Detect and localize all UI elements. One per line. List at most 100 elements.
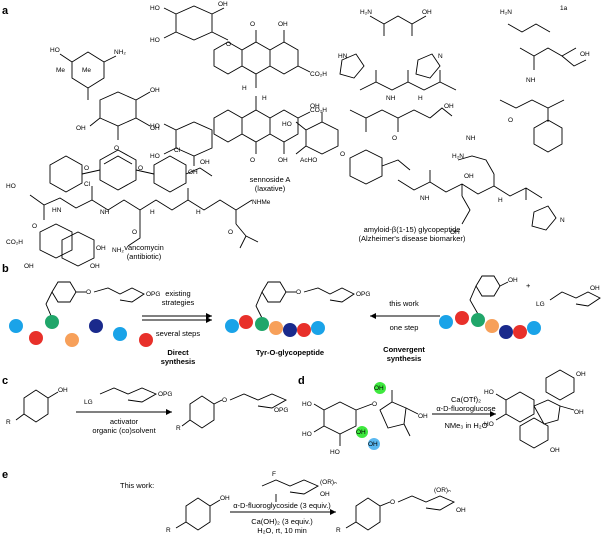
amino-acid-bead: [139, 333, 153, 347]
oh-label: OH: [220, 495, 230, 502]
vancomycin-caption: vancomycin: [124, 243, 164, 252]
atom-label: CO₂H: [6, 239, 23, 246]
atom-label: NH: [420, 195, 430, 202]
atom-label: OH: [76, 125, 86, 132]
amyloid-caption: amyloid-β(1-15) glycopeptide: [364, 225, 461, 234]
atom-label: OH: [96, 245, 106, 252]
conditions-c-line2: organic (co)solvent: [92, 426, 156, 435]
amino-acid-bead: [225, 319, 239, 333]
atom-label: H₂N: [452, 153, 464, 160]
atom-label: OH: [590, 285, 600, 292]
panel-label-b: b: [2, 263, 9, 275]
amino-acid-bead: [255, 317, 269, 331]
opg-label: OPG: [274, 407, 288, 414]
atom-label: O: [390, 499, 395, 506]
atom-label: CO₂H: [310, 71, 327, 78]
sennoside-structure: HO HO OH O O OH CO₂H H H O OH CO₂H HO HO…: [150, 1, 327, 176]
atom-label: NHMe: [252, 199, 271, 206]
atom-label: H: [498, 197, 503, 204]
atom-label: O: [226, 41, 231, 48]
lg-label: LG: [84, 399, 93, 406]
atom-label: OH: [218, 1, 228, 8]
amino-acid-bead: [499, 325, 513, 339]
atom-label: O: [508, 117, 513, 124]
amino-acid-bead: [89, 319, 103, 333]
panel-label-c: c: [2, 375, 8, 387]
atom-label: OH: [24, 263, 34, 270]
sennoside-caption: sennoside A: [250, 175, 291, 184]
highlight-blue: [368, 438, 380, 450]
atom-label: OH: [150, 87, 160, 94]
atom-label: N: [560, 217, 565, 224]
atom-label: OH: [464, 173, 474, 180]
atom-label: HO: [302, 401, 312, 408]
opg-label: OPG: [356, 291, 370, 298]
atom-label: OH: [580, 51, 590, 58]
atom-label: OH: [418, 413, 428, 420]
oh-label: OH: [58, 387, 68, 394]
amino-acid-bead: [485, 319, 499, 333]
atom-label: Me: [82, 67, 91, 74]
direct-synthesis-label: Direct: [167, 348, 189, 357]
atom-label: HN: [338, 53, 348, 60]
atom-label: NH₂: [112, 247, 124, 254]
atom-label: Cl: [174, 147, 181, 154]
panel-e-scheme: R OH F (OR)ₙ OH R O (OR)ₙ OH: [166, 471, 466, 534]
f-label: F: [272, 471, 276, 478]
panel-label-a: a: [2, 5, 9, 17]
atom-label: OH: [278, 157, 288, 164]
atom-label: OH: [200, 159, 210, 166]
atom-label: HO: [50, 47, 60, 54]
atom-label: OH: [422, 9, 432, 16]
amino-acid-bead: [269, 321, 283, 335]
r-label: R: [336, 527, 341, 534]
atom-label: Cl: [84, 181, 91, 188]
amino-acid-bead: [283, 323, 297, 337]
conditions-d-line1: Ca(OTf)₂: [451, 395, 481, 404]
atom-label: HO: [484, 389, 494, 396]
highlight-green: [356, 426, 368, 438]
existing-label: existing: [165, 289, 190, 298]
amino-acid-bead: [45, 315, 59, 329]
atom-label: O: [138, 165, 143, 172]
this-work-label: this work: [389, 299, 419, 308]
one-step-label: one step: [390, 323, 419, 332]
atom-label: OH: [576, 371, 586, 378]
atom-label: Me: [56, 67, 65, 74]
amino-acid-bead: [439, 315, 453, 329]
atom-label: O: [32, 223, 37, 230]
panel-c-scheme: R OH LG OPG R O OPG: [6, 387, 288, 432]
vancomycin-caption-sub: (antibiotic): [127, 252, 162, 261]
panel-label-e: e: [2, 469, 8, 481]
atom-label: HO: [150, 153, 160, 160]
atom-label: H: [262, 95, 267, 102]
atom-label: O: [372, 401, 377, 408]
atom-label: HO: [484, 421, 494, 428]
atom-label: OH: [356, 429, 366, 436]
atom-label: OH: [278, 21, 288, 28]
atom-label: O: [114, 145, 119, 152]
oh-label: OH: [320, 491, 330, 498]
amino-acid-bead: [471, 313, 485, 327]
panel-b-left-scheme: O OPG: [9, 281, 160, 347]
atom-label: 1a: [560, 5, 568, 12]
amino-acid-bead: [455, 311, 469, 325]
atom-label: H: [418, 95, 423, 102]
sennoside-caption-sub: (laxative): [255, 184, 286, 193]
tyr-o-glycopeptide-scheme: O OPG: [225, 281, 370, 337]
atom-label: O: [228, 229, 233, 236]
atom-label: OH: [90, 263, 100, 270]
panel-b-right-scheme: OH + LG OH: [439, 275, 601, 339]
convergent-label-sub: synthesis: [387, 354, 422, 363]
r-label: R: [166, 527, 171, 534]
opg-label: OPG: [146, 291, 160, 298]
r-label: R: [6, 419, 11, 426]
atom-label: HO: [302, 431, 312, 438]
panel-d-scheme: HO HO HO OH O OH OH OH HO HO OH OH OH: [302, 369, 586, 456]
atom-label: NH: [100, 209, 110, 216]
r-label: R: [176, 425, 181, 432]
atom-label: O: [296, 289, 301, 296]
atom-label: H₂N: [500, 9, 512, 16]
